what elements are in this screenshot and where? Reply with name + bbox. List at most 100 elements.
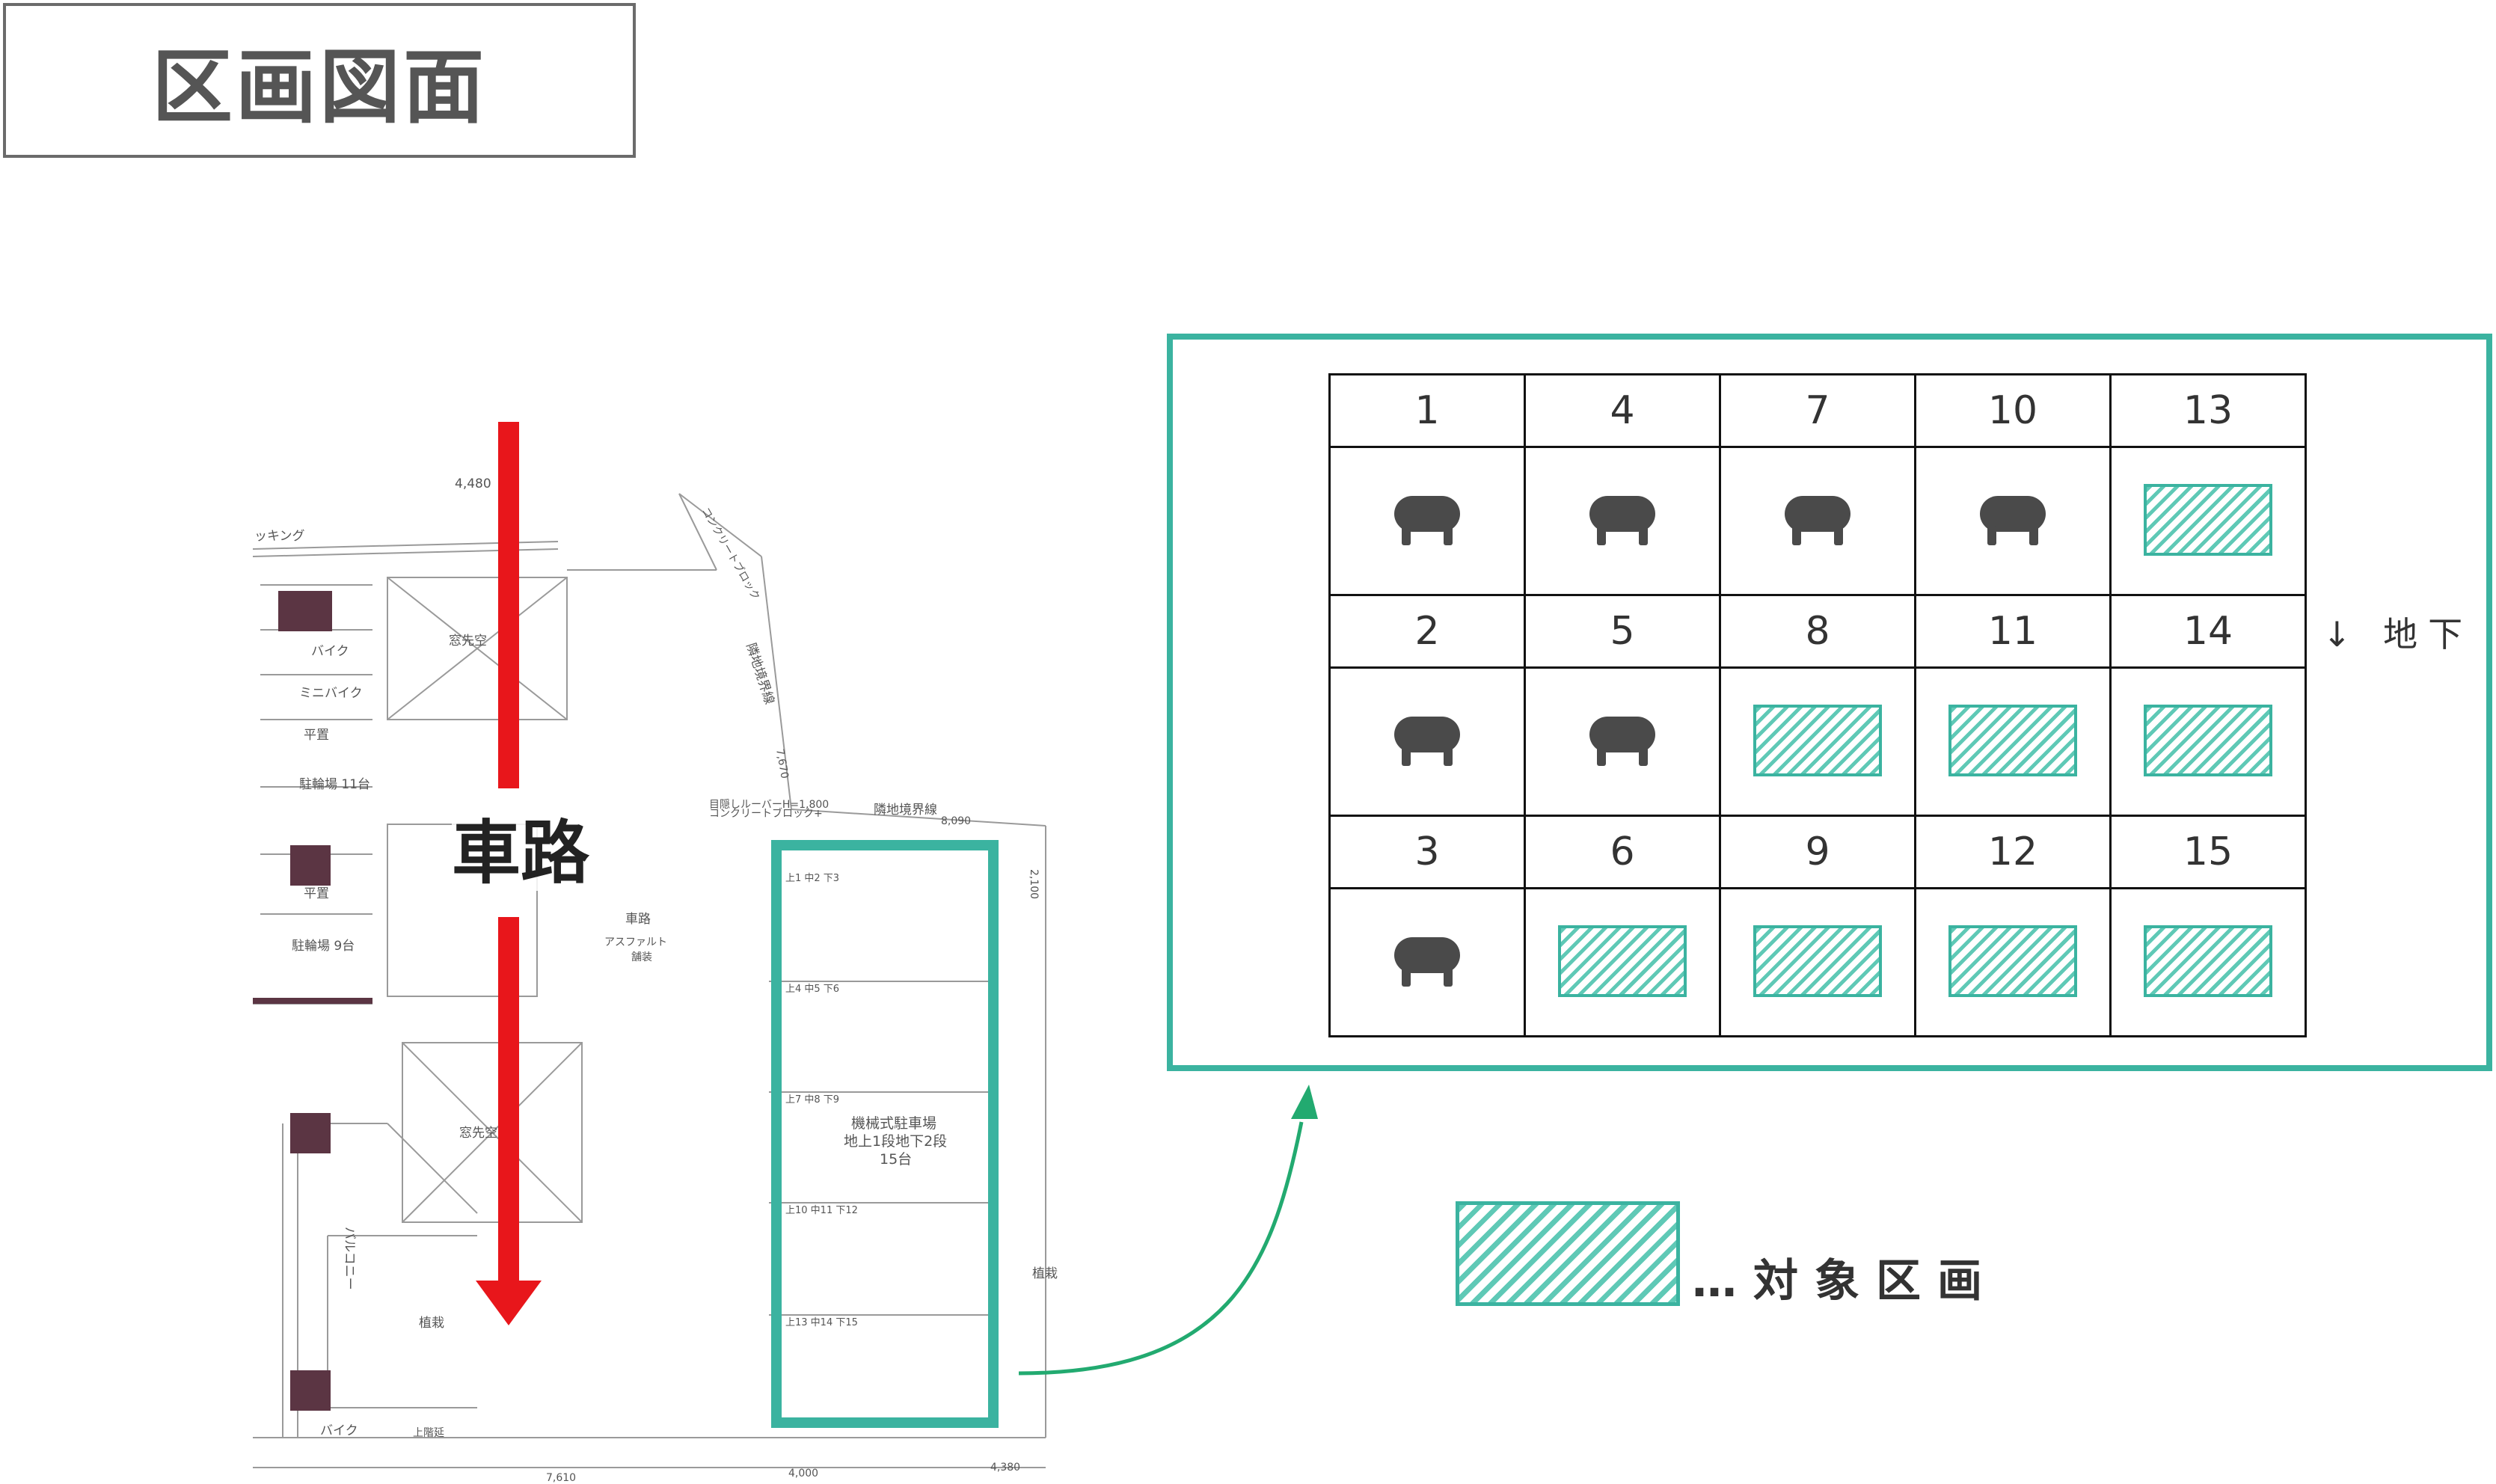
lot-occupied-cell — [1914, 446, 2112, 596]
lot-number-cell: 5 — [1524, 594, 1721, 669]
plan-marker — [290, 1370, 331, 1411]
lot-grid-panel — [1167, 334, 2492, 1071]
target-hatch — [1753, 704, 1882, 776]
connector-arrow-head — [1291, 1085, 1318, 1119]
plan-text-slot-row2: 上4 中5 下6 — [785, 984, 839, 995]
plan-text-mechanical-parking: 機械式駐車場 — [851, 1115, 936, 1132]
plan-marker — [278, 591, 332, 631]
lot-number-cell: 14 — [2109, 594, 2307, 669]
road-arrow-head — [476, 1281, 542, 1325]
plan-text-planting2: 植栽 — [1032, 1266, 1058, 1281]
plan-text-parking: ッキング — [254, 529, 305, 544]
lot-target-cell — [1719, 666, 1916, 817]
road-label: 車路 — [452, 813, 590, 893]
car-icon — [1782, 491, 1853, 551]
lot-number-cell: 10 — [1914, 373, 2112, 448]
lot-number-cell: 1 — [1328, 373, 1526, 448]
lot-occupied-cell — [1524, 666, 1721, 817]
target-hatch — [1558, 925, 1687, 997]
target-hatch — [2144, 704, 2272, 776]
target-hatch — [1753, 925, 1882, 997]
road-arrow-upper — [498, 422, 519, 788]
page-title: 区画図面 — [151, 40, 487, 135]
plan-text-slot-row1: 上1 中2 下3 — [785, 873, 839, 884]
plan-text-slot-row3: 上7 中8 下9 — [785, 1094, 839, 1106]
lot-number-cell: 3 — [1328, 815, 1526, 889]
plan-marker — [290, 845, 331, 886]
lot-number-cell: 2 — [1328, 594, 1526, 669]
lot-number-cell: 13 — [2109, 373, 2307, 448]
lot-number-cell: 11 — [1914, 594, 2112, 669]
lot-target-cell — [2109, 666, 2307, 817]
plan-text-concrete2: コンクリートブロック+ — [709, 807, 823, 820]
lot-occupied-cell — [1524, 446, 1721, 596]
lot-occupied-cell — [1328, 666, 1526, 817]
lot-target-cell — [2109, 446, 2307, 596]
plan-text-bike: バイク — [311, 644, 349, 659]
target-hatch — [2144, 483, 2272, 556]
car-icon — [1586, 712, 1658, 772]
plan-text-louver: 目隠しルーバーH=1,800 — [709, 799, 829, 811]
car-icon — [1391, 712, 1463, 772]
plan-text-bicycle9: 駐輪場 9台 — [292, 939, 355, 954]
plan-text-dim-2100: 2,100 — [1028, 869, 1040, 899]
lot-target-cell — [2109, 887, 2307, 1037]
lot-number-cell: 6 — [1524, 815, 1721, 889]
plan-text-dim-7610: 7,610 — [546, 1472, 576, 1484]
plan-markers — [253, 591, 372, 1411]
car-icon — [1586, 491, 1658, 551]
plan-marker — [290, 1113, 331, 1153]
plan-text-planting: 植栽 — [419, 1316, 444, 1331]
plan-text-minibike: ミニバイク — [299, 686, 363, 701]
lot-number-cell: 4 — [1524, 373, 1721, 448]
connector-arrow — [1018, 1121, 1304, 1376]
plan-text-asphalt: アスファルト — [604, 936, 667, 948]
lot-occupied-cell — [1328, 446, 1526, 596]
plan-text-bicycle11: 駐輪場 11台 — [299, 777, 370, 792]
lot-number-cell: 9 — [1719, 815, 1916, 889]
plan-text-dim-7670: 7,670 — [773, 748, 791, 779]
plan-text-dim-4000: 4,000 — [788, 1468, 818, 1480]
plan-text-slot-row5: 上13 中14 下15 — [785, 1317, 858, 1328]
target-hatch — [1948, 925, 2077, 997]
plan-text-upper-floor: 上階延 — [413, 1427, 444, 1439]
target-hatch — [2144, 925, 2272, 997]
plan-text-flat2: 平置 — [304, 886, 329, 901]
lot-target-cell — [1914, 887, 2112, 1037]
road-arrow-lower — [498, 917, 519, 1284]
lot-number-cell: 8 — [1719, 594, 1916, 669]
plan-text-void1: 窓先空 — [449, 634, 487, 649]
title-box: 区画図面 — [3, 3, 636, 158]
target-parking-outline — [771, 840, 999, 1428]
lot-number-cell: 12 — [1914, 815, 2112, 889]
plan-text-mechanical-levels: 地上1段地下2段 — [844, 1133, 947, 1150]
legend-target-label: …対象区画 — [1692, 1255, 1999, 1307]
plan-text-flat1: 平置 — [304, 728, 329, 743]
car-icon — [1391, 491, 1463, 551]
lot-target-cell — [1719, 887, 1916, 1037]
lot-target-cell — [1524, 887, 1721, 1037]
car-icon — [1391, 933, 1463, 993]
plan-text-void2: 窓先空 — [459, 1126, 497, 1141]
target-hatch — [1948, 704, 2077, 776]
plan-text-road-small: 車路 — [625, 912, 651, 927]
lot-number-cell: 15 — [2109, 815, 2307, 889]
basement-label: ↓ 地下 — [2322, 614, 2474, 654]
lot-target-cell — [1914, 666, 2112, 817]
lot-number-cell: 7 — [1719, 373, 1916, 448]
plan-text-boundary2: 隣地境界線 — [874, 803, 937, 818]
car-icon — [1977, 491, 2049, 551]
plan-text-dim-4380: 4,380 — [990, 1462, 1020, 1474]
plan-text-dim-top: 4,480 — [455, 476, 491, 491]
lot-occupied-cell — [1719, 446, 1916, 596]
plan-text-bike-bottom: バイク — [320, 1423, 358, 1438]
lot-occupied-cell — [1328, 887, 1526, 1037]
plan-marker — [253, 998, 372, 1004]
plan-text-mechanical-count: 15台 — [880, 1151, 912, 1168]
plan-text-pave: 舗装 — [631, 951, 652, 963]
plan-text-slot-row4: 上10 中11 下12 — [785, 1205, 858, 1216]
plan-text-balcony: バルコニー — [342, 1227, 357, 1290]
legend-target-swatch — [1456, 1201, 1680, 1306]
